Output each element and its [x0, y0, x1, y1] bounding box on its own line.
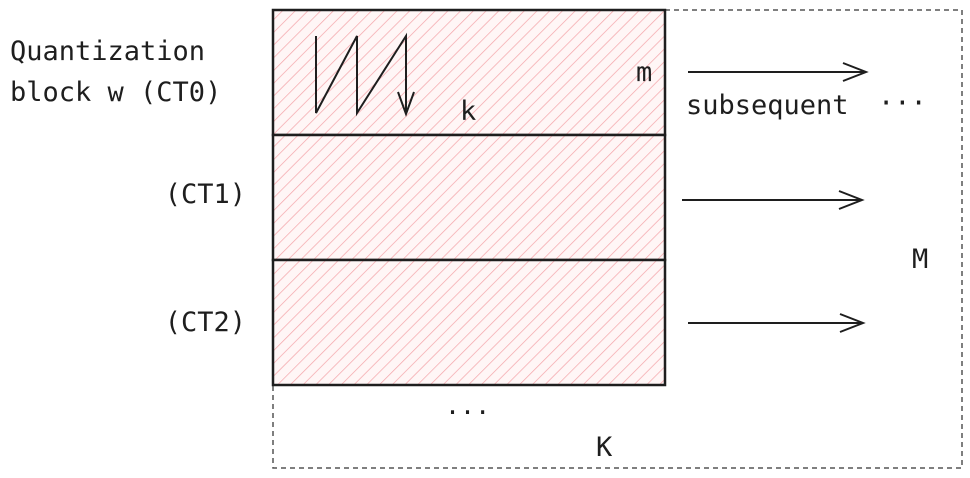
block-ct1: [271, 133, 667, 262]
arrow-ct2: [688, 313, 866, 333]
label-K: K: [596, 432, 613, 463]
zigzag-scan-path: [315, 32, 407, 117]
label-subsequent: subsequent: [686, 90, 849, 121]
label-bottom-dots: ...: [445, 391, 490, 420]
label-k: k: [460, 96, 476, 127]
block-ct2: [271, 258, 667, 387]
label-block-line2: block w (CT0): [10, 77, 221, 108]
label-m: m: [636, 57, 652, 88]
arrow-ct1: [682, 190, 865, 210]
label-block-line1: Quantization: [10, 36, 205, 67]
label-M: M: [912, 244, 928, 275]
outer-matrix-dashed-border: [272, 9, 963, 469]
label-ct2: (CT2): [165, 307, 246, 338]
label-ct1: (CT1): [165, 179, 246, 210]
arrow-ct0: [688, 62, 869, 82]
label-subsequent-dots: ···: [878, 88, 927, 119]
zigzag-arrowhead-icon: [397, 91, 415, 117]
